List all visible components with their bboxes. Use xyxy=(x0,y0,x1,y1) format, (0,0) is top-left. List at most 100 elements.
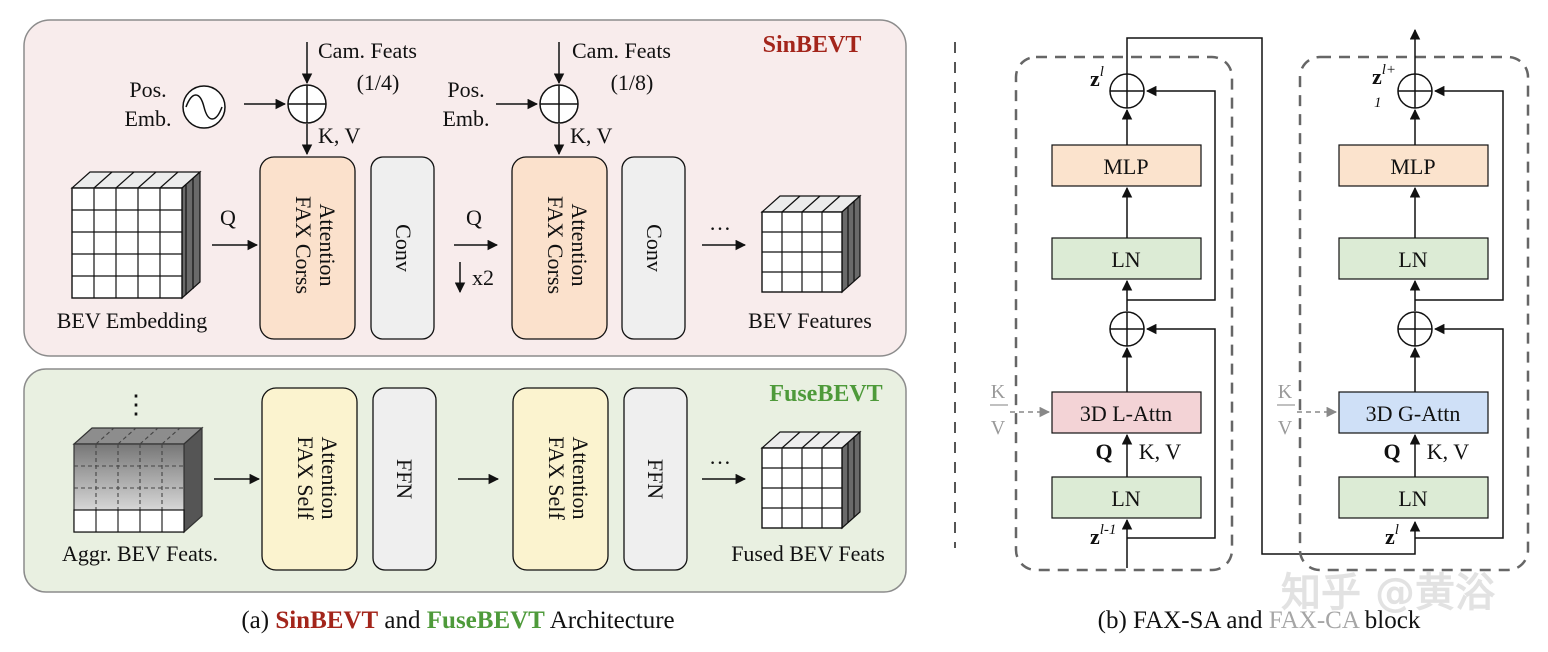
watermark: 知乎 @黄浴 xyxy=(1281,570,1496,616)
ffn-1 xyxy=(372,387,437,571)
aggregated-bev-stack xyxy=(72,426,204,534)
caption-a-prefix: (a) xyxy=(241,607,275,634)
fax-cross-2-line2: Attention xyxy=(567,203,592,286)
z-bottom-left-base: z xyxy=(1090,524,1100,549)
conv-2 xyxy=(621,156,686,340)
panel-a: SinBEVT Pos. Emb. Cam. Feats (1/4) K, V xyxy=(23,19,907,634)
k-side-left: K xyxy=(991,381,1006,403)
fax-cross-attention-2 xyxy=(511,156,608,340)
caption-b-suffix: block xyxy=(1359,607,1421,634)
z-top-right-sup: l+ xyxy=(1382,62,1396,78)
fusebevt-panel: FuseBEVT ⋮ Aggr. xyxy=(23,368,907,593)
ln-upper-right-label: LN xyxy=(1398,247,1427,272)
caption-a-suffix: Architecture xyxy=(545,607,675,634)
aggr-bev-label: Aggr. BEV Feats. xyxy=(62,541,218,566)
caption-b-prefix: (b) FAX-SA and xyxy=(1098,607,1269,634)
caption-b: (b) FAX-SA and FAX-CA block xyxy=(1098,607,1421,634)
q-right: Q xyxy=(1383,439,1400,464)
residual-upper-right xyxy=(1415,85,1504,301)
add-2-icon xyxy=(539,84,579,124)
g-attn-box xyxy=(1338,391,1489,434)
kv-left: K, V xyxy=(1139,439,1181,464)
residual-upper-left xyxy=(1127,85,1216,301)
stack-dots: ⋮ xyxy=(123,390,149,419)
v-side-right: V xyxy=(1278,417,1293,439)
fuse-ellipsis: … xyxy=(709,444,731,469)
z-top-left-base: z xyxy=(1090,66,1100,91)
cam-feats-2-line1: Cam. Feats xyxy=(572,38,671,63)
fax-self-2-line1: FAX Self xyxy=(544,436,569,520)
add-mid-left-icon xyxy=(1109,311,1145,347)
mlp-left-label: MLP xyxy=(1103,154,1148,179)
bev-features-label: BEV Features xyxy=(748,308,872,333)
fax-cross-2-line1: FAX Corss xyxy=(543,196,568,294)
q-2-label: Q xyxy=(466,205,482,230)
ffn-2-label: FFN xyxy=(643,459,668,499)
z-bottom-right-sup: l xyxy=(1395,522,1399,538)
bev-features-cube xyxy=(760,194,862,294)
cam-feats-1-line1: Cam. Feats xyxy=(318,38,417,63)
fax-cross-1-line1: FAX Corss xyxy=(291,196,316,294)
l-attn-label: 3D L-Attn xyxy=(1080,401,1172,426)
g-attn-label: 3D G-Attn xyxy=(1366,401,1461,426)
fusebevt-title: FuseBEVT xyxy=(769,381,882,407)
add-top-right-icon xyxy=(1397,73,1433,109)
pos-emb-2-line1: Pos. xyxy=(447,77,484,102)
conv-1 xyxy=(370,156,435,340)
k-side-right: K xyxy=(1278,381,1293,403)
fax-cross-attention-1 xyxy=(259,156,356,340)
caption-a: (a) SinBEVT and FuseBEVT Architecture xyxy=(241,607,674,634)
pos-emb-1-line1: Pos. xyxy=(129,77,166,102)
bev-embedding-cube xyxy=(70,170,202,300)
pos-emb-1-line2: Emb. xyxy=(124,106,171,131)
z-top-left: zl xyxy=(1090,64,1104,91)
conv-1-label: Conv xyxy=(391,224,416,272)
z-bottom-right-base: z xyxy=(1385,524,1395,549)
sin-ellipsis: … xyxy=(709,210,731,235)
z-top-right-base: z xyxy=(1372,64,1382,89)
fax-sa-frame xyxy=(1014,55,1234,572)
fax-ca-block: zl+ 1 MLP LN 3D G-Attn K V Q xyxy=(1277,28,1530,572)
fax-self-1-line2: Attention xyxy=(317,436,342,519)
ln-upper-left xyxy=(1051,237,1202,280)
z-bottom-left: zl-1 xyxy=(1090,522,1116,549)
mlp-left xyxy=(1051,144,1202,187)
v-side-left: V xyxy=(991,417,1006,439)
fax-ca-frame xyxy=(1298,55,1530,572)
downsample-label: x2 xyxy=(472,265,494,290)
ln-lower-right xyxy=(1338,476,1489,519)
caption-b-faded: FAX-CA xyxy=(1269,607,1360,634)
fused-bev-cube xyxy=(760,430,862,530)
sinbevt-panel: SinBEVT Pos. Emb. Cam. Feats (1/4) K, V xyxy=(23,19,907,357)
kv-1-label: K, V xyxy=(318,123,360,148)
z-bottom-left-sup: l-1 xyxy=(1100,522,1117,538)
sine-wave-icon xyxy=(182,85,226,129)
panel-b: zl MLP LN 3D L-Attn K V Q xyxy=(990,28,1530,634)
ln-lower-left-label: LN xyxy=(1111,486,1140,511)
kv-right: K, V xyxy=(1427,439,1469,464)
pos-emb-2-line2: Emb. xyxy=(442,106,489,131)
fax-self-attention-2 xyxy=(512,387,609,571)
add-1-icon xyxy=(287,84,327,124)
bev-embedding-label: BEV Embedding xyxy=(57,308,208,333)
connector-left-to-right xyxy=(1126,37,1421,555)
ln-upper-left-label: LN xyxy=(1111,247,1140,272)
cam-feats-1-line2: (1/4) xyxy=(357,70,400,95)
residual-lower-left xyxy=(1127,323,1216,539)
add-mid-right-icon xyxy=(1397,311,1433,347)
conv-2-label: Conv xyxy=(642,224,667,272)
add-top-left-icon xyxy=(1109,73,1145,109)
caption-a-mid: and xyxy=(378,607,427,634)
ln-lower-right-label: LN xyxy=(1398,486,1427,511)
residual-lower-right xyxy=(1415,323,1504,539)
ln-upper-right xyxy=(1338,237,1489,280)
z-top-left-sup: l xyxy=(1100,64,1104,80)
fax-cross-1-line2: Attention xyxy=(315,203,340,286)
ln-lower-left xyxy=(1051,476,1202,519)
fax-self-attention-1 xyxy=(261,387,358,571)
z-bottom-right: zl xyxy=(1385,522,1399,549)
caption-a-fuse: FuseBEVT xyxy=(427,607,545,634)
kv-2-label: K, V xyxy=(570,123,612,148)
l-attn-box xyxy=(1051,391,1202,434)
